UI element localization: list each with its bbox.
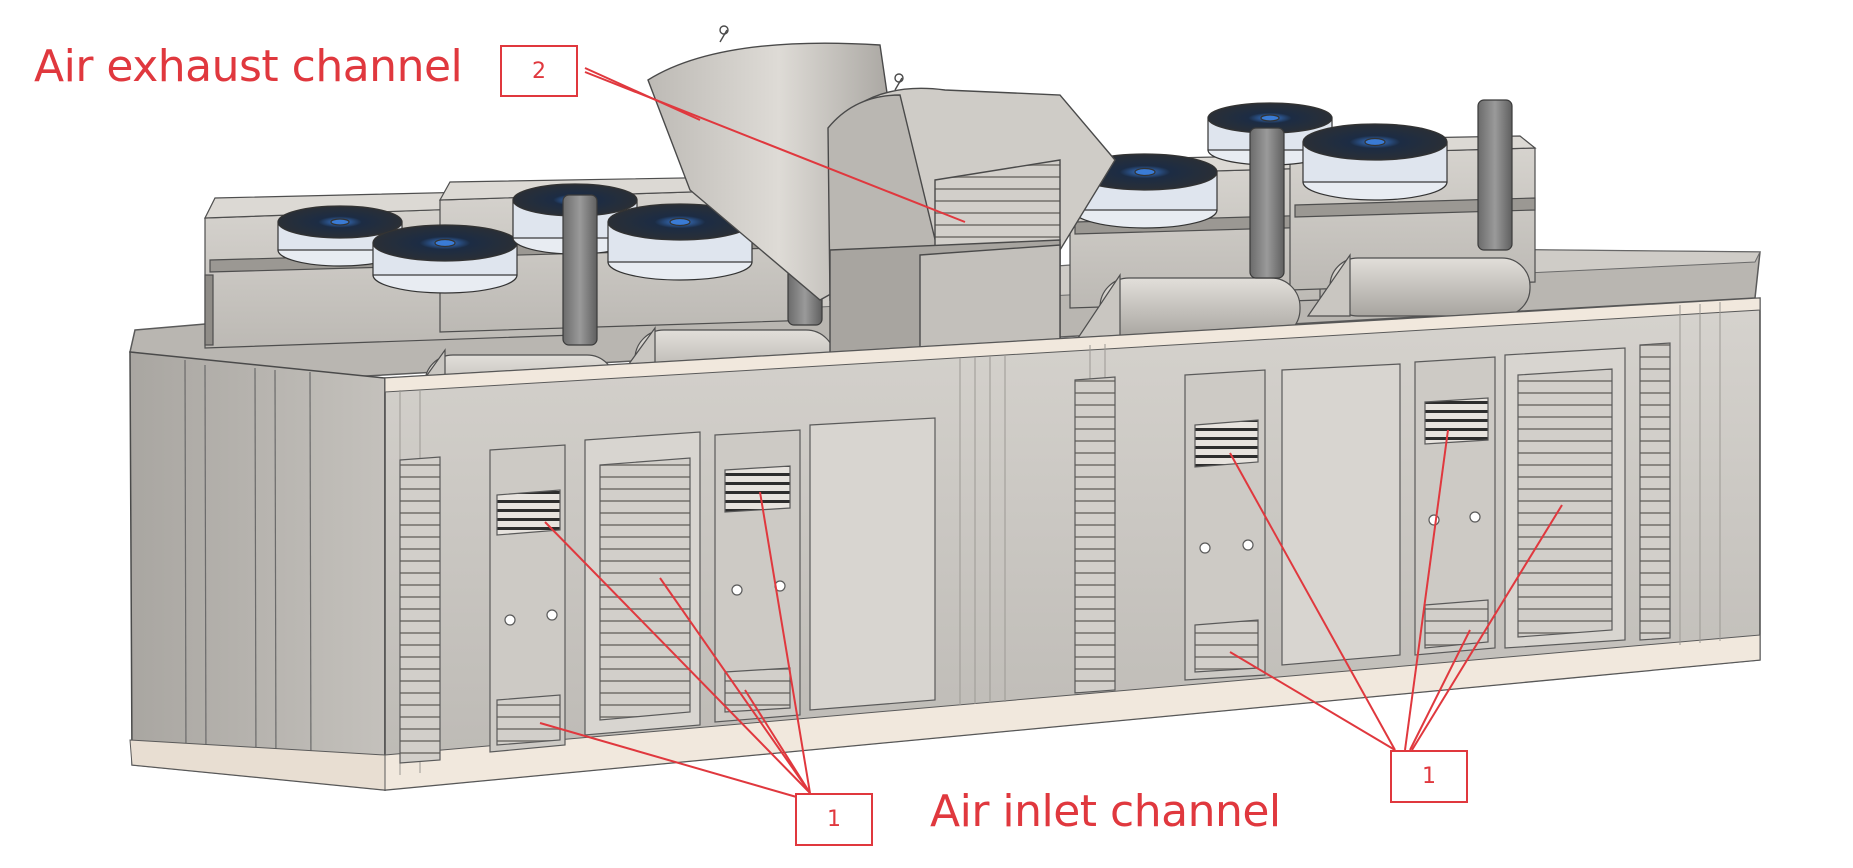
inlet-louver-a-top xyxy=(496,489,561,536)
end-doors xyxy=(184,359,312,784)
inlet-louver-d-bottom xyxy=(1424,599,1489,649)
leader-lines xyxy=(539,67,1563,799)
stack-1 xyxy=(562,194,598,346)
inlet-louver-b-bottom xyxy=(724,667,791,713)
inlet-louver-c-bottom xyxy=(1194,619,1259,673)
fan-7 xyxy=(1302,123,1448,201)
inlet-louver-a-bottom xyxy=(496,694,561,746)
inlet-louver-d-top xyxy=(1424,397,1489,445)
inlet-louver-door-a xyxy=(599,457,691,721)
air-exhaust-caption: Air exhaust channel xyxy=(34,41,463,92)
side-panels xyxy=(399,342,1671,764)
leader-inlet-right xyxy=(1229,429,1563,751)
stack-4 xyxy=(1477,99,1513,251)
callout-inlet-right: 1 xyxy=(1390,750,1468,803)
air-inlet-caption: Air inlet channel xyxy=(930,786,1281,837)
inlet-louver-b-top xyxy=(724,465,791,513)
leader-exhaust xyxy=(584,67,966,223)
callout-exhaust: 2 xyxy=(500,45,578,97)
stack-3 xyxy=(1249,127,1285,279)
inlet-louver-door-d xyxy=(1517,368,1613,638)
leader-inlet-left xyxy=(539,491,811,799)
fan-4 xyxy=(607,203,753,281)
fan-2 xyxy=(372,224,518,294)
inlet-louver-c-top xyxy=(1194,419,1259,468)
muffler-4 xyxy=(1306,253,1531,317)
callout-inlet-left: 1 xyxy=(795,793,873,846)
muffler-3 xyxy=(1076,273,1301,339)
